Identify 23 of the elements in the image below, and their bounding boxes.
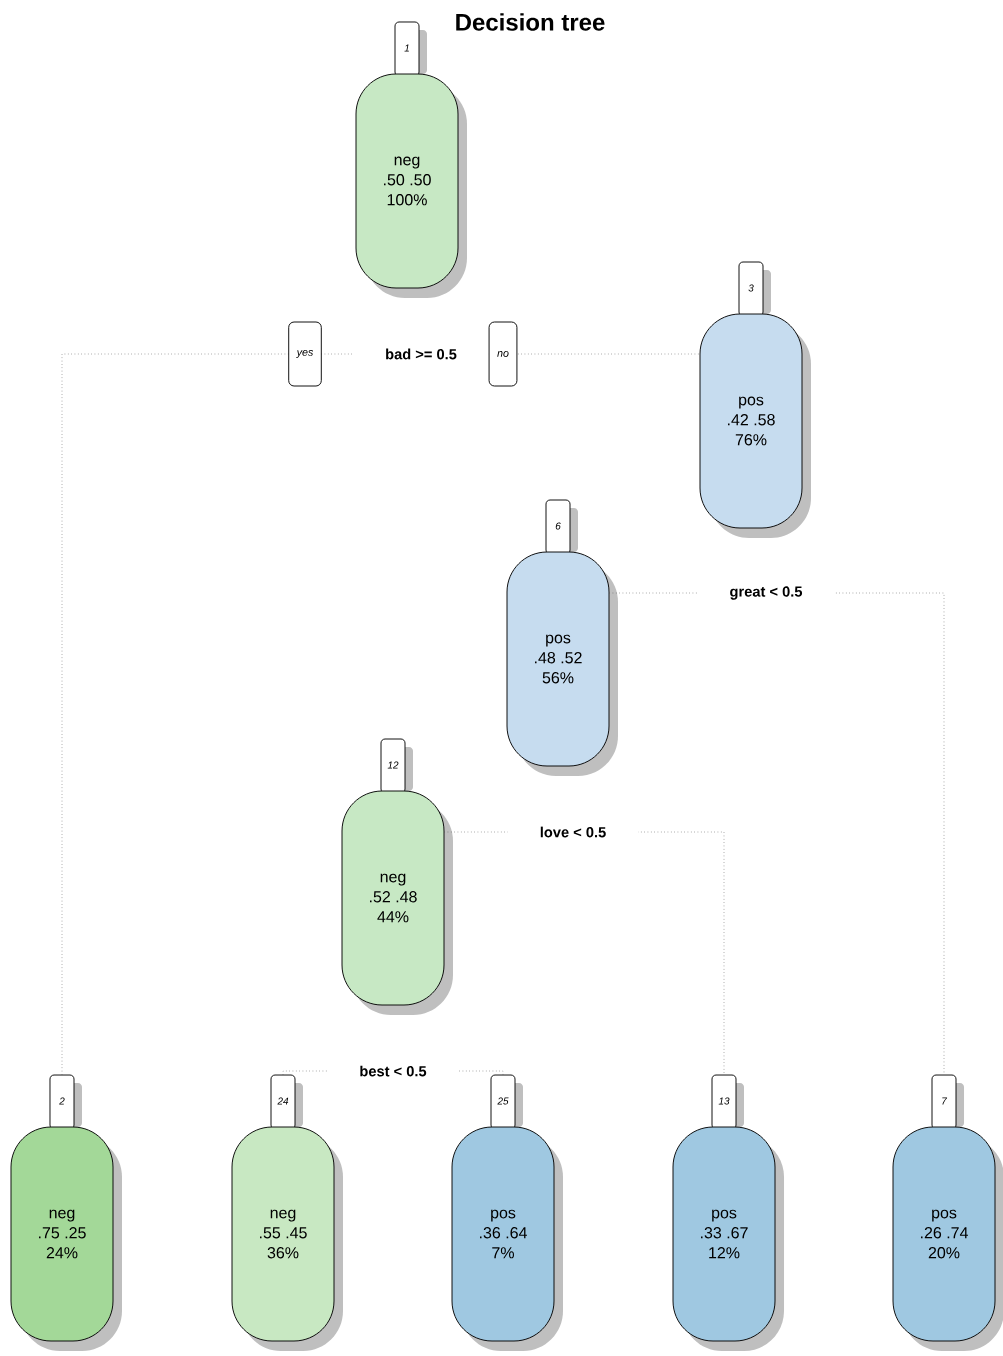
node-label: 24: [277, 1097, 289, 1105]
split-label: bad >= 0.5: [353, 344, 489, 364]
node-label: 7: [942, 1097, 948, 1105]
node-label: 6: [555, 522, 561, 530]
tree-node: 24 neg .55 .45 36%: [231, 1074, 343, 1351]
tree-node: 12 neg .52 .48 44%: [341, 738, 453, 1015]
tree-node: 7 pos .26 .74 20%: [892, 1074, 1003, 1351]
node-label: 3: [748, 284, 754, 292]
branch-tag: no: [488, 321, 518, 387]
node-label: 1: [404, 44, 409, 52]
tree-node: 2 neg .75 .25 24%: [10, 1074, 122, 1351]
tree-node: 25 pos .36 .64 7%: [451, 1074, 563, 1351]
node-label: 13: [718, 1097, 730, 1105]
tree-node: 3 pos .42 .58 76%: [699, 261, 811, 538]
branch-tag: yes: [288, 321, 322, 387]
node-label: 2: [59, 1097, 65, 1105]
tree-node: 6 pos .48 .52 56%: [506, 499, 618, 776]
split-label: best < 0.5: [327, 1061, 459, 1081]
split-label: great < 0.5: [697, 581, 835, 605]
split-label: love < 0.5: [507, 822, 639, 842]
tree-node: 13 pos .33 .67 12%: [672, 1074, 784, 1351]
node-label: 25: [497, 1097, 509, 1105]
node-label: 12: [387, 761, 399, 769]
